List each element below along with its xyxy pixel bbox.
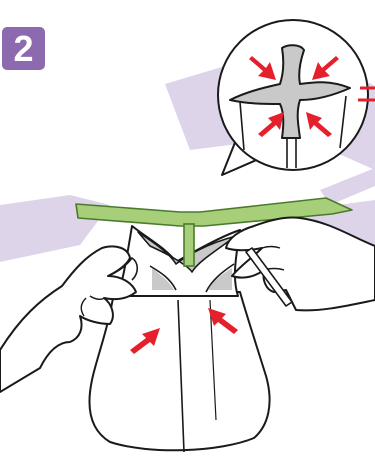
hanger-stem <box>184 224 194 266</box>
step-number-badge: 2 <box>2 27 45 70</box>
bag-body <box>89 292 269 450</box>
